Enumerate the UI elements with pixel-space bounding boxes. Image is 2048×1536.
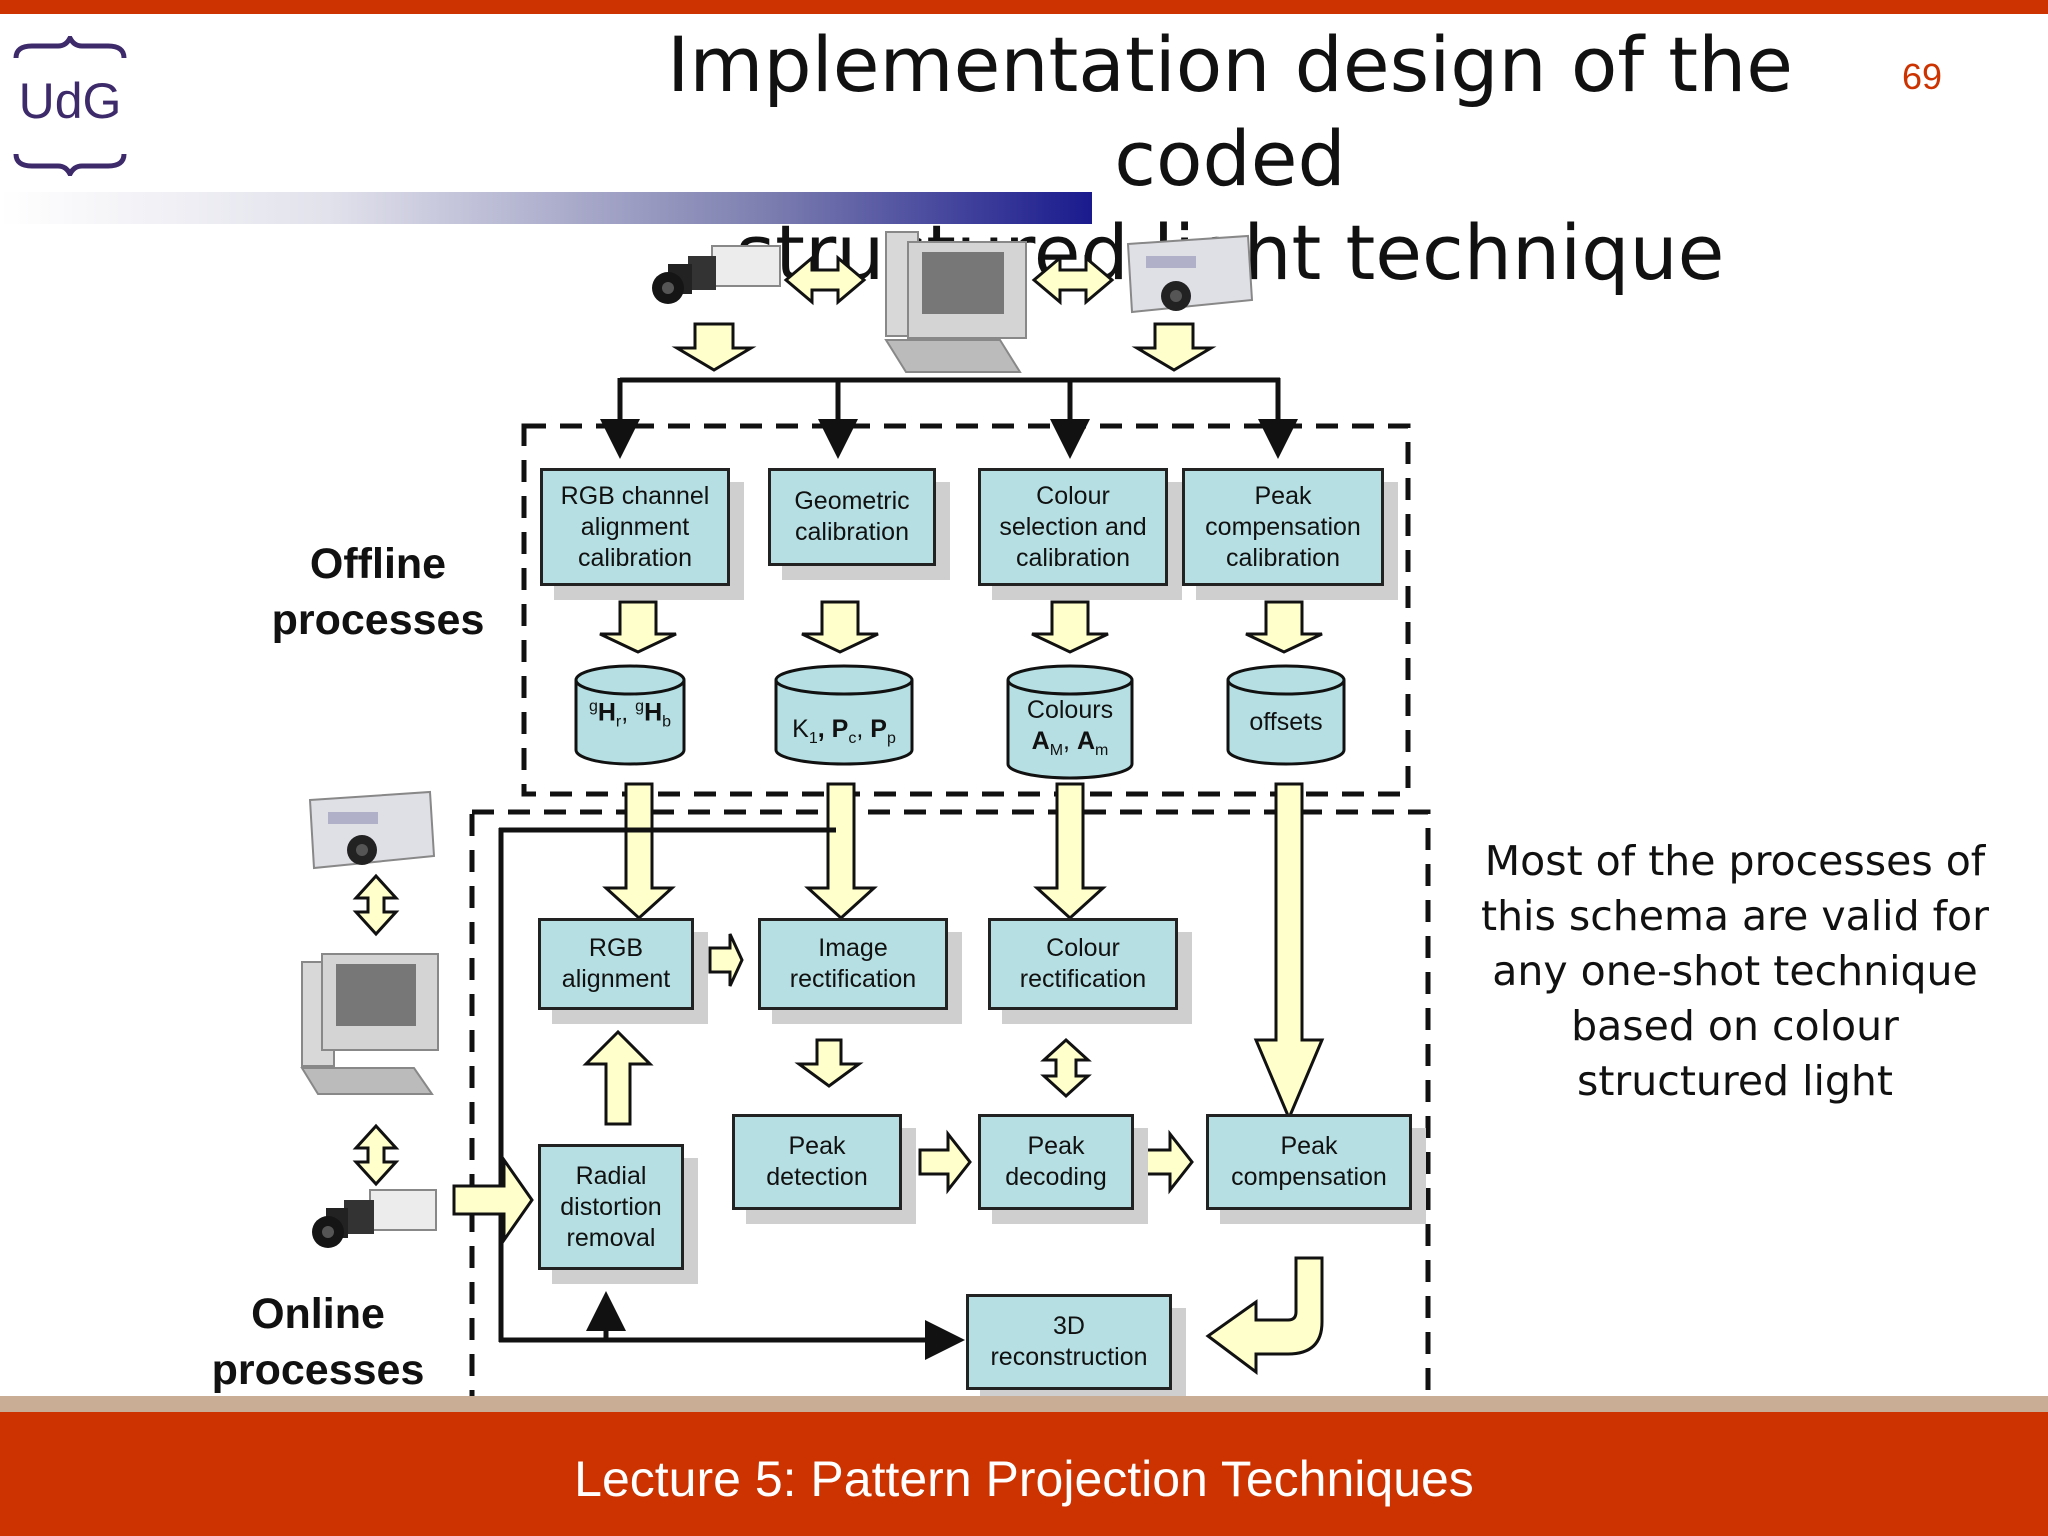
- left-link-arrow-upper: [352, 873, 400, 937]
- offline-processes-label: Offline processes: [271, 540, 485, 644]
- camera-down-arrow: [671, 322, 757, 372]
- left-link-arrow-lower: [352, 1123, 400, 1187]
- logo-text: UdG: [19, 73, 122, 129]
- camera-icon: [652, 245, 781, 304]
- camera-params-label: K1, Pc, Pp: [792, 715, 896, 747]
- projector-icon-left: [308, 790, 436, 870]
- storage-cylinder-homographies: [574, 664, 686, 766]
- camera-icon-left: [312, 1189, 437, 1248]
- homographies-label: gHr, gHb: [588, 697, 672, 731]
- storage-cylinder-offsets: [1226, 664, 1346, 766]
- colours-label: Colours AM, Am: [1026, 695, 1114, 759]
- offsets-label: offsets: [1249, 707, 1323, 736]
- page-number: 69: [1902, 56, 1943, 97]
- side-note: Most of the processes of this schema are…: [1481, 837, 1989, 1105]
- footer-bar: Lecture 5: Pattern Projection Techniques: [0, 1412, 2048, 1536]
- footer-text: Lecture 5: Pattern Projection Techniques: [574, 1451, 1474, 1507]
- computer-icon: [884, 231, 1027, 373]
- storage-cylinder-camera-params: [774, 664, 914, 766]
- offline-region-border: [521, 423, 1411, 797]
- title-line-1: Implementation design of the coded: [666, 20, 1794, 203]
- top-link-arrow-right: [1031, 254, 1115, 306]
- footer-tan-strip: [0, 1396, 2048, 1412]
- online-processes-label: Online processes: [211, 1290, 425, 1394]
- curved-arrow-to-reconstruction: [1205, 1256, 1324, 1375]
- projector-icon: [1126, 234, 1254, 314]
- camera-input-arrow: [452, 1155, 534, 1245]
- top-link-arrow-left: [783, 254, 867, 306]
- header-gradient-bar: [0, 192, 1092, 224]
- top-accent-bar: [0, 0, 2048, 14]
- storage-cylinder-colours: [1006, 664, 1134, 780]
- projector-down-arrow: [1131, 322, 1217, 372]
- computer-icon-left: [300, 953, 439, 1095]
- udg-logo: UdG: [13, 36, 127, 176]
